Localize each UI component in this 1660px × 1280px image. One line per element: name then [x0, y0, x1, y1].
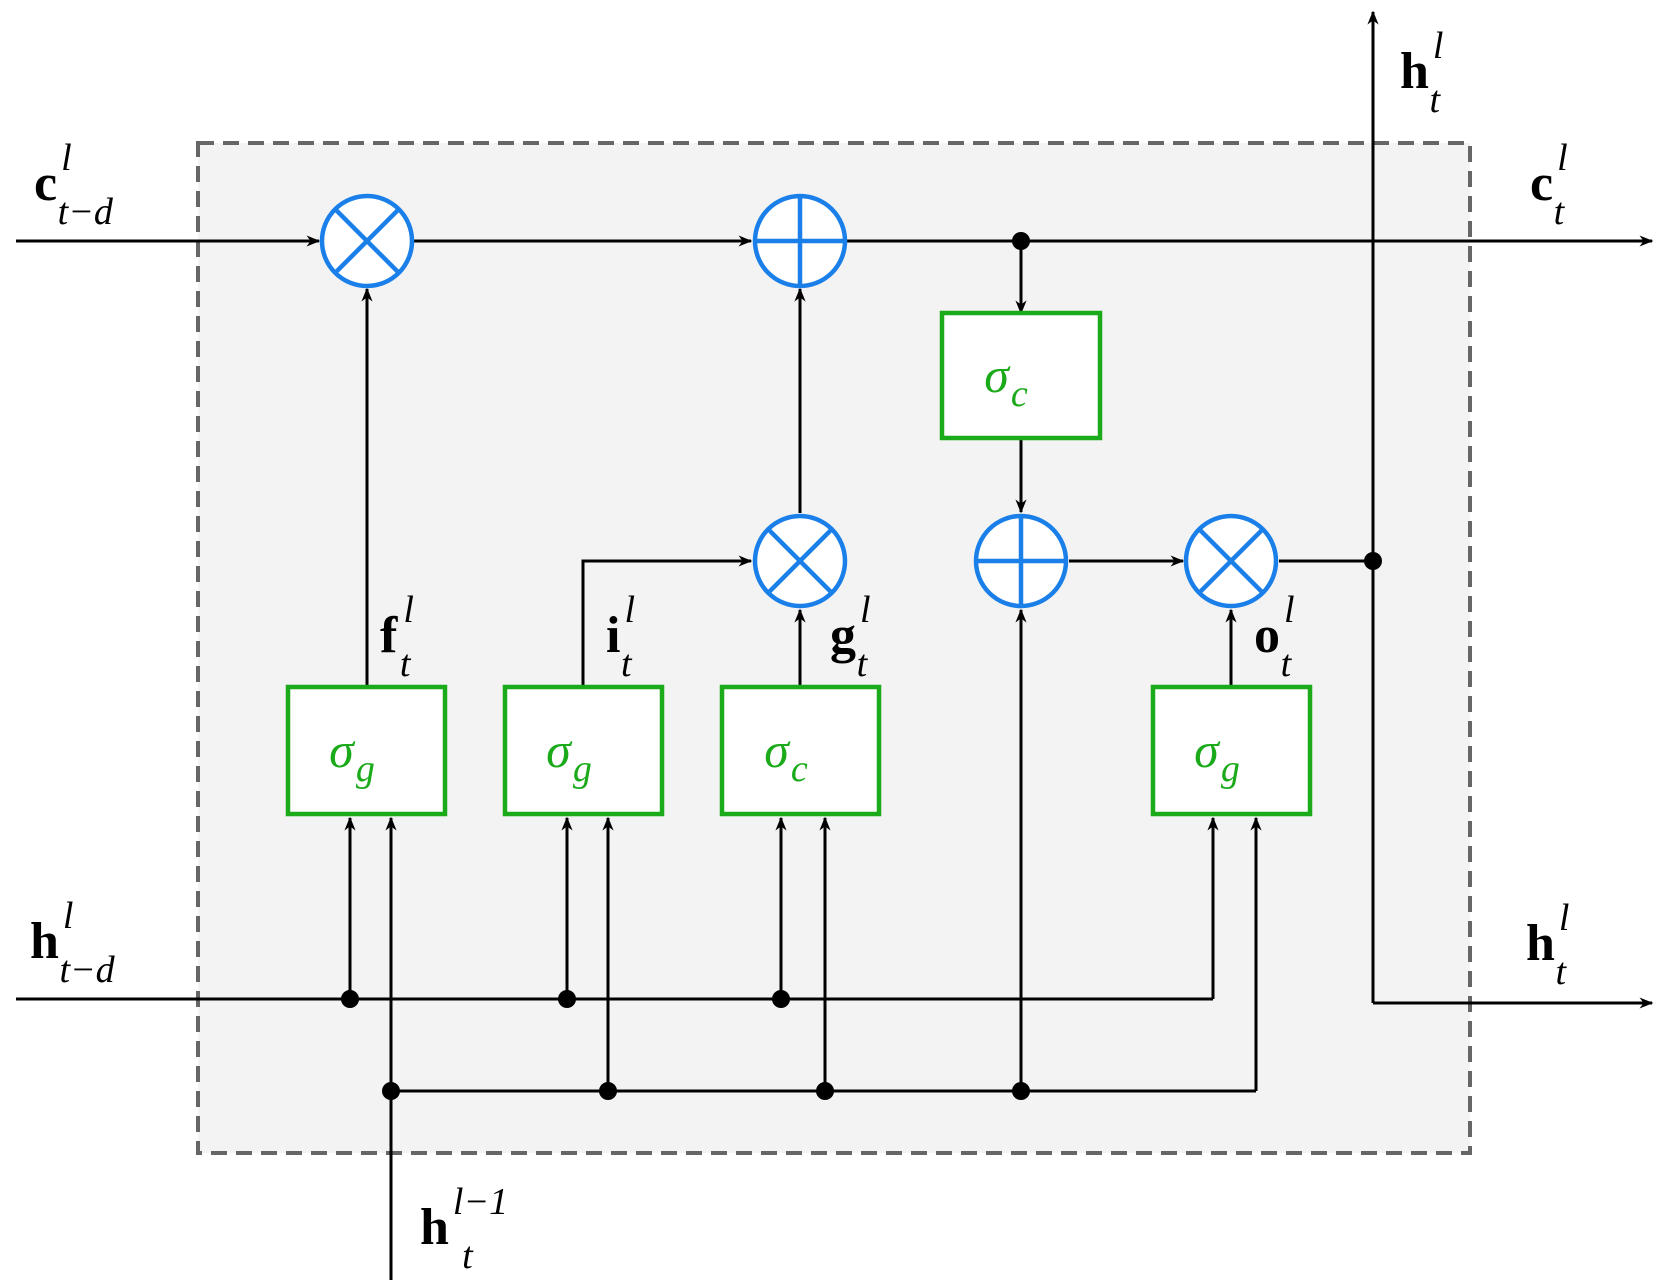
multiply-icon-stroke [1197, 527, 1265, 595]
gate-subscript: c [1011, 373, 1028, 415]
cell-boundary [196, 141, 1472, 1155]
svg-text:σg: σg [546, 722, 592, 790]
junction-dot [1364, 552, 1382, 570]
junction-dot [1012, 1082, 1030, 1100]
multiply-operator-input [752, 513, 848, 609]
junction-dot [816, 1082, 834, 1100]
gate-subscript: g [1221, 748, 1240, 790]
svg-text:σg: σg [329, 722, 375, 790]
junction-dot [382, 1082, 400, 1100]
junction-dot [772, 990, 790, 1008]
gate-subscript: c [791, 748, 808, 790]
gate-box-forget: σg [285, 684, 448, 817]
add-operator-skip [973, 513, 1069, 609]
multiply-icon-stroke [766, 527, 834, 595]
multiply-operator-forget [319, 193, 415, 289]
multiply-icon-stroke [333, 207, 401, 275]
gate-symbol: σ [764, 722, 791, 778]
gate-box-output: σg [1150, 684, 1313, 817]
gate-symbol: σ [984, 347, 1011, 403]
junction-dot [1012, 232, 1030, 250]
gate-box-candidate: σc [719, 684, 882, 817]
multiply-operator-output [1183, 513, 1279, 609]
add-operator-cell [752, 193, 848, 289]
svg-text:σc: σc [764, 722, 808, 790]
gate-subscript: g [356, 748, 375, 790]
svg-text:σg: σg [1194, 722, 1240, 790]
gate-box-input: σg [502, 684, 665, 817]
wire-i-up [581, 555, 753, 687]
gate-symbol: σ [329, 722, 356, 778]
junction-dots [341, 232, 1382, 1100]
junction-dot [558, 990, 576, 1008]
gate-symbol: σ [1194, 722, 1221, 778]
junction-dot [599, 1082, 617, 1100]
junction-dot [341, 990, 359, 1008]
gate-box-cell-activation: σc [939, 310, 1103, 441]
svg-text:σc: σc [984, 347, 1028, 415]
gate-symbol: σ [546, 722, 573, 778]
gate-subscript: g [573, 748, 592, 790]
